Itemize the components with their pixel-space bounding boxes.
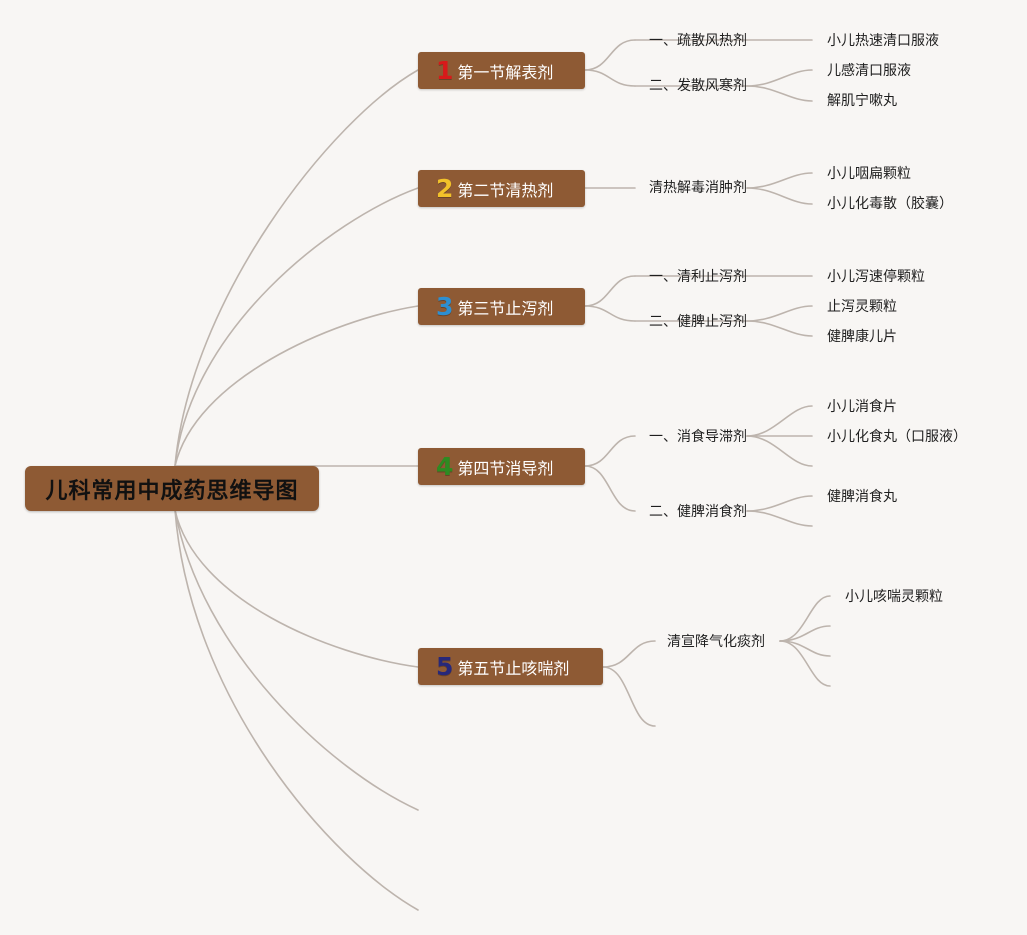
leaf-label[interactable]: 健脾康儿片	[827, 329, 897, 345]
connector-line	[174, 509, 419, 911]
group-label[interactable]: 一、清利止泻剂	[649, 269, 747, 285]
section-node-3[interactable]: 3 第三节止泻剂	[418, 288, 585, 325]
section-label: 第一节解表剂	[457, 62, 554, 82]
connector-line	[584, 305, 636, 322]
connector-line	[584, 275, 636, 307]
group-label[interactable]: 清宣降气化痰剂	[667, 634, 765, 650]
connector-line	[584, 435, 636, 467]
section-number: 1	[436, 56, 454, 85]
section-label: 第五节止咳喘剂	[457, 658, 570, 678]
connector-line	[584, 69, 636, 87]
section-label: 第四节消导剂	[457, 458, 554, 478]
leaf-label[interactable]: 小儿咳喘灵颗粒	[845, 589, 943, 605]
leaf-label[interactable]: 小儿泻速停颗粒	[827, 269, 925, 285]
group-label[interactable]: 二、健脾消食剂	[649, 504, 747, 520]
group-label[interactable]: 二、发散风寒剂	[649, 78, 747, 94]
connector-line	[746, 495, 813, 512]
root-node[interactable]: 儿科常用中成药思维导图	[25, 466, 319, 511]
section-number: 5	[436, 652, 454, 681]
section-label: 第三节止泻剂	[457, 298, 554, 318]
section-node-4[interactable]: 4 第四节消导剂	[418, 448, 585, 485]
group-label[interactable]: 清热解毒消肿剂	[649, 180, 747, 196]
leaf-label[interactable]: 小儿化食丸（口服液）	[827, 429, 967, 445]
leaf-label[interactable]: 解肌宁嗽丸	[827, 93, 897, 109]
section-number: 4	[436, 452, 454, 481]
leaf-label[interactable]: 小儿消食片	[827, 399, 897, 415]
leaf-label[interactable]: 小儿热速清口服液	[827, 33, 939, 49]
connector-line	[174, 187, 419, 467]
connector-line	[746, 435, 813, 467]
connector-line	[174, 305, 419, 467]
root-node-label: 儿科常用中成药思维导图	[45, 478, 299, 504]
connector-line	[746, 320, 813, 337]
connector-line	[584, 39, 636, 71]
group-label[interactable]: 一、消食导滞剂	[649, 429, 747, 445]
connector-line	[779, 640, 831, 687]
connector-line	[746, 69, 813, 87]
leaf-label[interactable]: 小儿咽扁颗粒	[827, 166, 911, 182]
connector-line	[602, 666, 656, 727]
section-number: 3	[436, 292, 454, 321]
group-label[interactable]: 一、疏散风热剂	[649, 33, 747, 49]
connector-line	[746, 187, 813, 205]
connector-line	[746, 172, 813, 189]
leaf-label[interactable]: 健脾消食丸	[827, 489, 897, 505]
connector-line	[584, 465, 636, 512]
leaf-label[interactable]: 止泻灵颗粒	[827, 299, 897, 315]
group-label[interactable]: 二、健脾止泻剂	[649, 314, 747, 330]
connector-line	[746, 305, 813, 322]
connector-line	[746, 85, 813, 102]
connector-line	[174, 69, 419, 467]
leaf-label[interactable]: 小儿化毒散（胶囊）	[827, 196, 953, 212]
section-label: 第二节清热剂	[457, 180, 554, 200]
connector-line	[746, 510, 813, 527]
connector-line	[779, 595, 831, 642]
section-node-1[interactable]: 1 第一节解表剂	[418, 52, 585, 89]
connector-line	[746, 405, 813, 437]
connector-line	[174, 509, 419, 811]
leaf-label[interactable]: 儿感清口服液	[827, 63, 911, 79]
connector-line	[602, 640, 656, 668]
section-number: 2	[436, 174, 454, 203]
connector-line	[174, 509, 419, 668]
section-node-5[interactable]: 5 第五节止咳喘剂	[418, 648, 603, 685]
section-node-2[interactable]: 2 第二节清热剂	[418, 170, 585, 207]
